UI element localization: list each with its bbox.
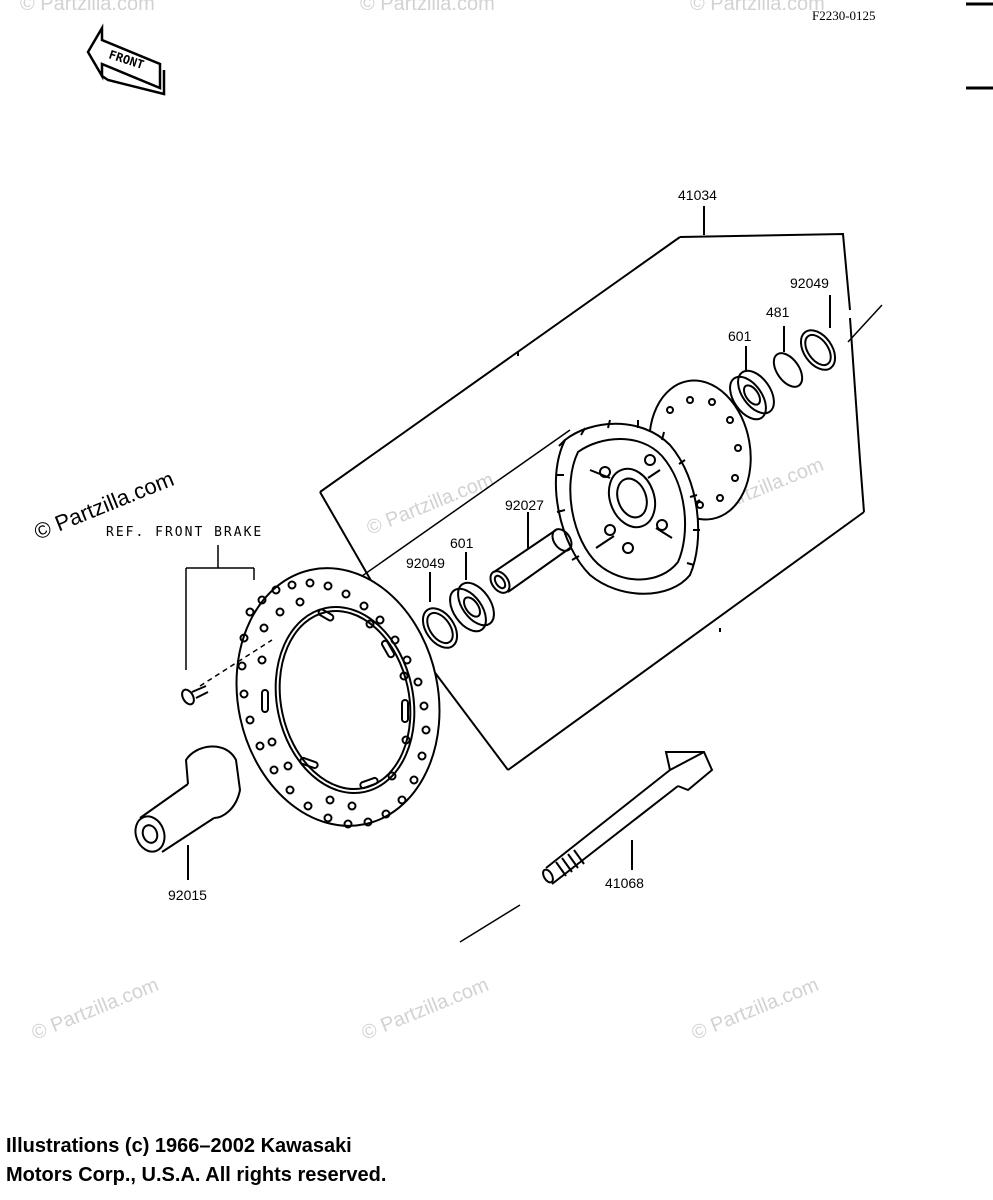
disc-bolt-icon	[181, 685, 209, 706]
oil-seal-right	[799, 295, 837, 371]
watermark: © Partzilla.com	[690, 0, 825, 15]
watermark: © Partzilla.com	[20, 0, 155, 15]
copyright-line: Illustrations (c) 1966–2002 Kawasaki	[6, 1135, 352, 1157]
copyright-line: Motors Corp., U.S.A. All rights reserved…	[6, 1164, 387, 1186]
bearing-left	[449, 552, 495, 633]
watermarks: © Partzilla.com © Partzilla.com © Partzi…	[20, 0, 827, 1045]
watermark: © Partzilla.com	[360, 0, 495, 15]
watermark: © Partzilla.com	[29, 974, 162, 1045]
watermark: © Partzilla.com	[689, 974, 822, 1045]
axle-collar	[134, 745, 242, 880]
front-arrow-icon: FRONT	[86, 23, 166, 96]
direction-arrow	[459, 904, 521, 943]
part-label-oil-seal-left: 92049	[406, 555, 445, 571]
part-label-oil-seal-right: 92049	[790, 275, 829, 291]
part-label-bearing-right: 601	[728, 328, 752, 344]
watermark: © Partzilla.com	[359, 974, 492, 1045]
exploded-parts-diagram: © Partzilla.com © Partzilla.com © Partzi…	[20, 0, 993, 1045]
reference-bracket	[185, 545, 273, 687]
part-label-circlip: 481	[766, 304, 790, 320]
reference-label: REF. FRONT BRAKE	[106, 525, 263, 540]
oil-seal-left	[421, 572, 459, 649]
direction-arrow	[847, 304, 883, 343]
circlip	[772, 326, 804, 388]
distance-collar	[489, 512, 573, 594]
figure-code: F2230-0125	[812, 8, 876, 23]
wheel-hub	[554, 379, 752, 595]
part-label-collar: 92015	[168, 887, 207, 903]
brake-disc	[235, 567, 441, 829]
part-label-bearing-left: 601	[450, 535, 474, 551]
part-label-hub: 41034	[678, 187, 717, 203]
leader-line	[344, 429, 571, 589]
part-label-spacer: 92027	[505, 497, 544, 513]
copyright-notice: Illustrations (c) 1966–2002 Kawasaki Mot…	[6, 1132, 606, 1190]
front-axle	[542, 751, 714, 885]
part-label-axle: 41068	[605, 875, 644, 891]
